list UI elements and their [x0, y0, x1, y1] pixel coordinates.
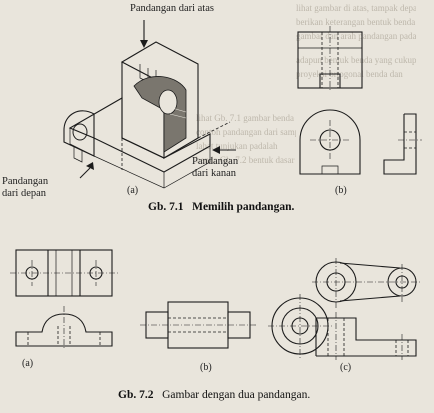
- bleed-text-4: adapun bentuk benda yang cukup: [296, 55, 416, 65]
- caption-figure-7-1: Gb. 7.1 Memilih pandangan.: [148, 200, 294, 214]
- isometric-bracket-drawing: [60, 18, 240, 189]
- subcaption-72b: (b): [200, 362, 212, 373]
- label-right-view: Pandangan dari kanan: [192, 156, 239, 179]
- caption-figure-7-2: Gb. 7.2 Gambar dengan dua pandangan.: [118, 388, 310, 402]
- bleed-text-1: lihat gambar di atas, tampak depan: [296, 3, 416, 13]
- caption-text-7-1: Memilih pandangan.: [192, 201, 295, 213]
- fig72a-front-view: [14, 306, 114, 350]
- fig72a-top-view: [10, 246, 118, 300]
- bleed-text-9: benda Gb. 7.2 bentuk dasar: [196, 155, 295, 165]
- subcaption-72c: (c): [340, 362, 352, 373]
- bleed-text-3: gambar dan arah pandangan pada: [296, 31, 416, 41]
- label-top-view: Pandangan dari atas: [130, 3, 214, 14]
- caption-text-7-2: Gambar dengan dua pandangan.: [162, 389, 311, 401]
- subcaption-71b: (b): [335, 185, 347, 196]
- fig72c-top-view: [312, 258, 422, 312]
- bleed-text-8: lahat tunjukan padalah: [196, 141, 278, 151]
- fig72b-side-view: [140, 298, 256, 354]
- fig72c-front-view: [312, 312, 422, 360]
- bleed-text-7: contoh pandangan dari samping: [196, 127, 296, 137]
- caption-number-7-2: Gb. 7.2: [118, 389, 154, 401]
- bleed-text-5: proyeksi ortogonal benda dan: [296, 69, 403, 79]
- bleed-text-2: berikan keterangan bentuk benda yang: [296, 17, 416, 27]
- subcaption-72a: (a): [22, 358, 34, 369]
- subcaption-71a: (a): [127, 185, 139, 196]
- ortho-front-view: [296, 109, 364, 178]
- bleed-text-6: lihat Gb. 7.1 gambar benda: [196, 113, 294, 123]
- ortho-side-view: [382, 112, 422, 178]
- label-front-view: Pandangan dari depan: [2, 176, 49, 199]
- ortho-top-view: [296, 26, 364, 92]
- caption-number-7-1: Gb. 7.1: [148, 201, 184, 213]
